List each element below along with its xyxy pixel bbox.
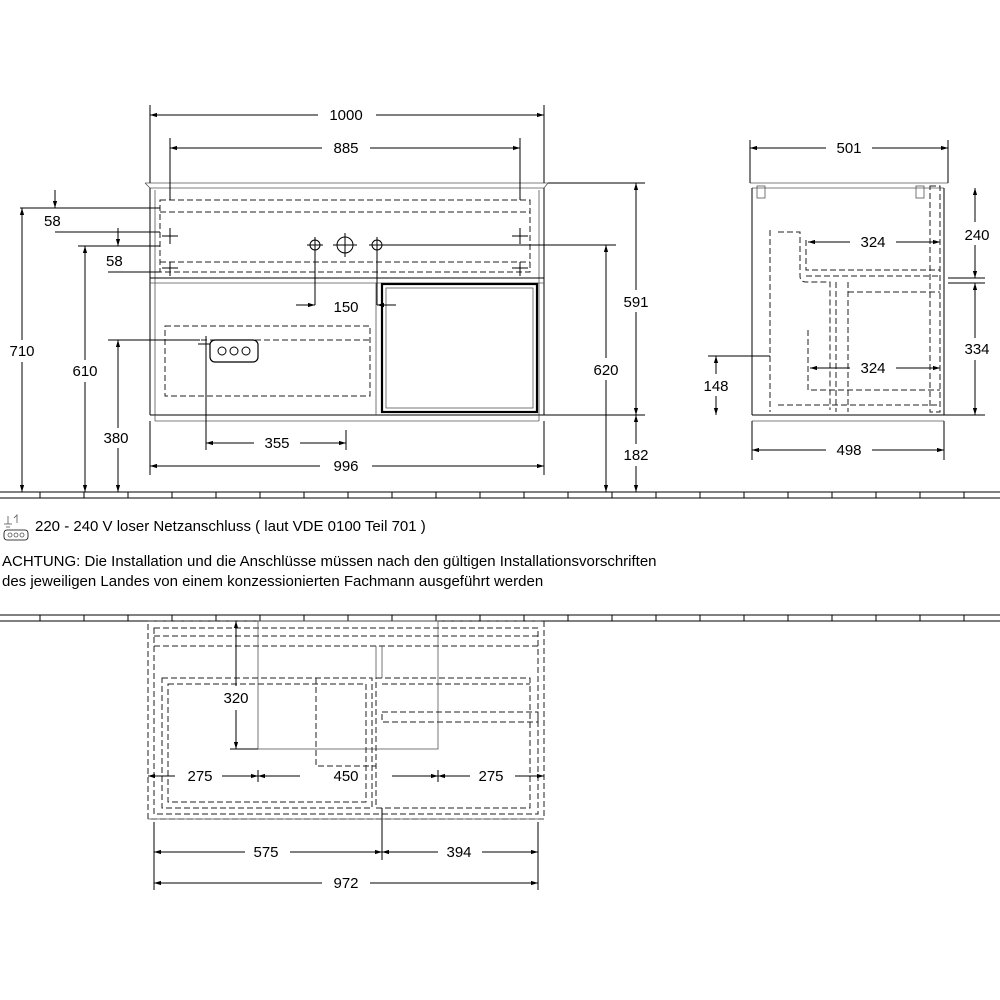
- dim-240: 240: [948, 188, 990, 279]
- power-note-text: 220 - 240 V loser Netzanschluss ( laut V…: [35, 518, 426, 535]
- dim-lower-height: 334: [964, 341, 989, 358]
- dim-upper-drawer-depth: 324: [860, 234, 885, 251]
- hot-water-icon: [369, 237, 385, 253]
- dim-710: 710: [9, 208, 35, 492]
- front-countertop: [144, 182, 549, 189]
- dim-inner-width: 885: [333, 140, 358, 157]
- mains-connection-icon: [3, 514, 29, 541]
- dim-top-gap-b: 58: [106, 253, 123, 270]
- dim-324-lower: 324: [810, 360, 940, 377]
- dim-total-width: 1000: [329, 107, 362, 124]
- dim-right-394: 394: [446, 844, 471, 861]
- dim-355: 355: [205, 352, 347, 452]
- dim-top-depth: 501: [836, 140, 861, 157]
- dim-334: 334: [944, 282, 990, 416]
- dim-total-height: 710: [9, 343, 34, 360]
- dim-575-394: 575 394: [153, 822, 539, 890]
- dim-side-socket-height: 148: [703, 378, 728, 395]
- dim-620: 620: [593, 245, 619, 492]
- top-view: 320 275 450 275 575 394: [147, 620, 545, 892]
- dim-socket-offset: 355: [264, 435, 289, 452]
- dim-right-275: 275: [478, 768, 503, 785]
- dim-height-620: 620: [593, 362, 618, 379]
- side-view: 501 324 324 240 334: [703, 140, 990, 460]
- power-note: 220 - 240 V loser Netzanschluss ( laut V…: [3, 514, 426, 541]
- dim-324-upper: 324: [808, 234, 940, 251]
- dim-885: 885: [169, 138, 521, 200]
- dim-floor-gap: 182: [623, 447, 648, 464]
- dim-tap-spacing: 150: [333, 299, 358, 316]
- dim-498: 498: [751, 421, 945, 460]
- warning-line-2: des jeweiligen Landes von einem konzessi…: [2, 573, 543, 590]
- wall-line: [0, 614, 1000, 622]
- drain-icon: [333, 233, 357, 257]
- front-view: 1000 885 58 58 150: [9, 105, 649, 492]
- top-cabinet-outline: [147, 620, 545, 825]
- dim-height-591: 591: [623, 294, 648, 311]
- dim-1000: 1000: [149, 105, 545, 183]
- dim-275-450-275: 275 450 275: [148, 768, 544, 785]
- dim-972: 972: [154, 875, 538, 892]
- dim-left-275: 275: [187, 768, 212, 785]
- dim-upper-height: 240: [964, 227, 989, 244]
- side-cabinet-body: [750, 182, 948, 422]
- front-cabinet-body: [149, 188, 545, 422]
- dim-148: 148: [703, 355, 770, 415]
- dim-top-gap-a: 58: [44, 213, 61, 230]
- dim-bottom-width: 996: [333, 458, 358, 475]
- dim-bottom-depth: 498: [836, 442, 861, 459]
- dim-total-972: 972: [333, 875, 358, 892]
- dim-lower-drawer-depth: 324: [860, 360, 885, 377]
- dim-58-lower: 58: [78, 228, 160, 273]
- dim-380: 380: [103, 339, 200, 492]
- tap-connection-icons: [162, 228, 528, 352]
- dim-610: 610: [72, 246, 98, 492]
- dim-58-upper: 58: [20, 190, 160, 233]
- dim-height-610: 610: [72, 363, 97, 380]
- dim-150: 150: [296, 253, 396, 316]
- warning-line-1: ACHTUNG: Die Installation und die Anschl…: [2, 553, 657, 570]
- dim-left-575: 575: [253, 844, 278, 861]
- dim-501: 501: [749, 140, 949, 183]
- dim-socket-height: 380: [103, 430, 128, 447]
- cold-water-icon: [307, 237, 323, 253]
- floor-line: [0, 491, 1000, 499]
- dim-mid-450: 450: [333, 768, 358, 785]
- power-socket-icon: [209, 339, 259, 363]
- dim-182: 182: [623, 415, 649, 492]
- dim-top-depth-320: 320: [223, 690, 248, 707]
- dim-996: 996: [149, 421, 545, 475]
- dim-320: 320: [223, 621, 258, 750]
- dim-591: 591: [544, 182, 649, 416]
